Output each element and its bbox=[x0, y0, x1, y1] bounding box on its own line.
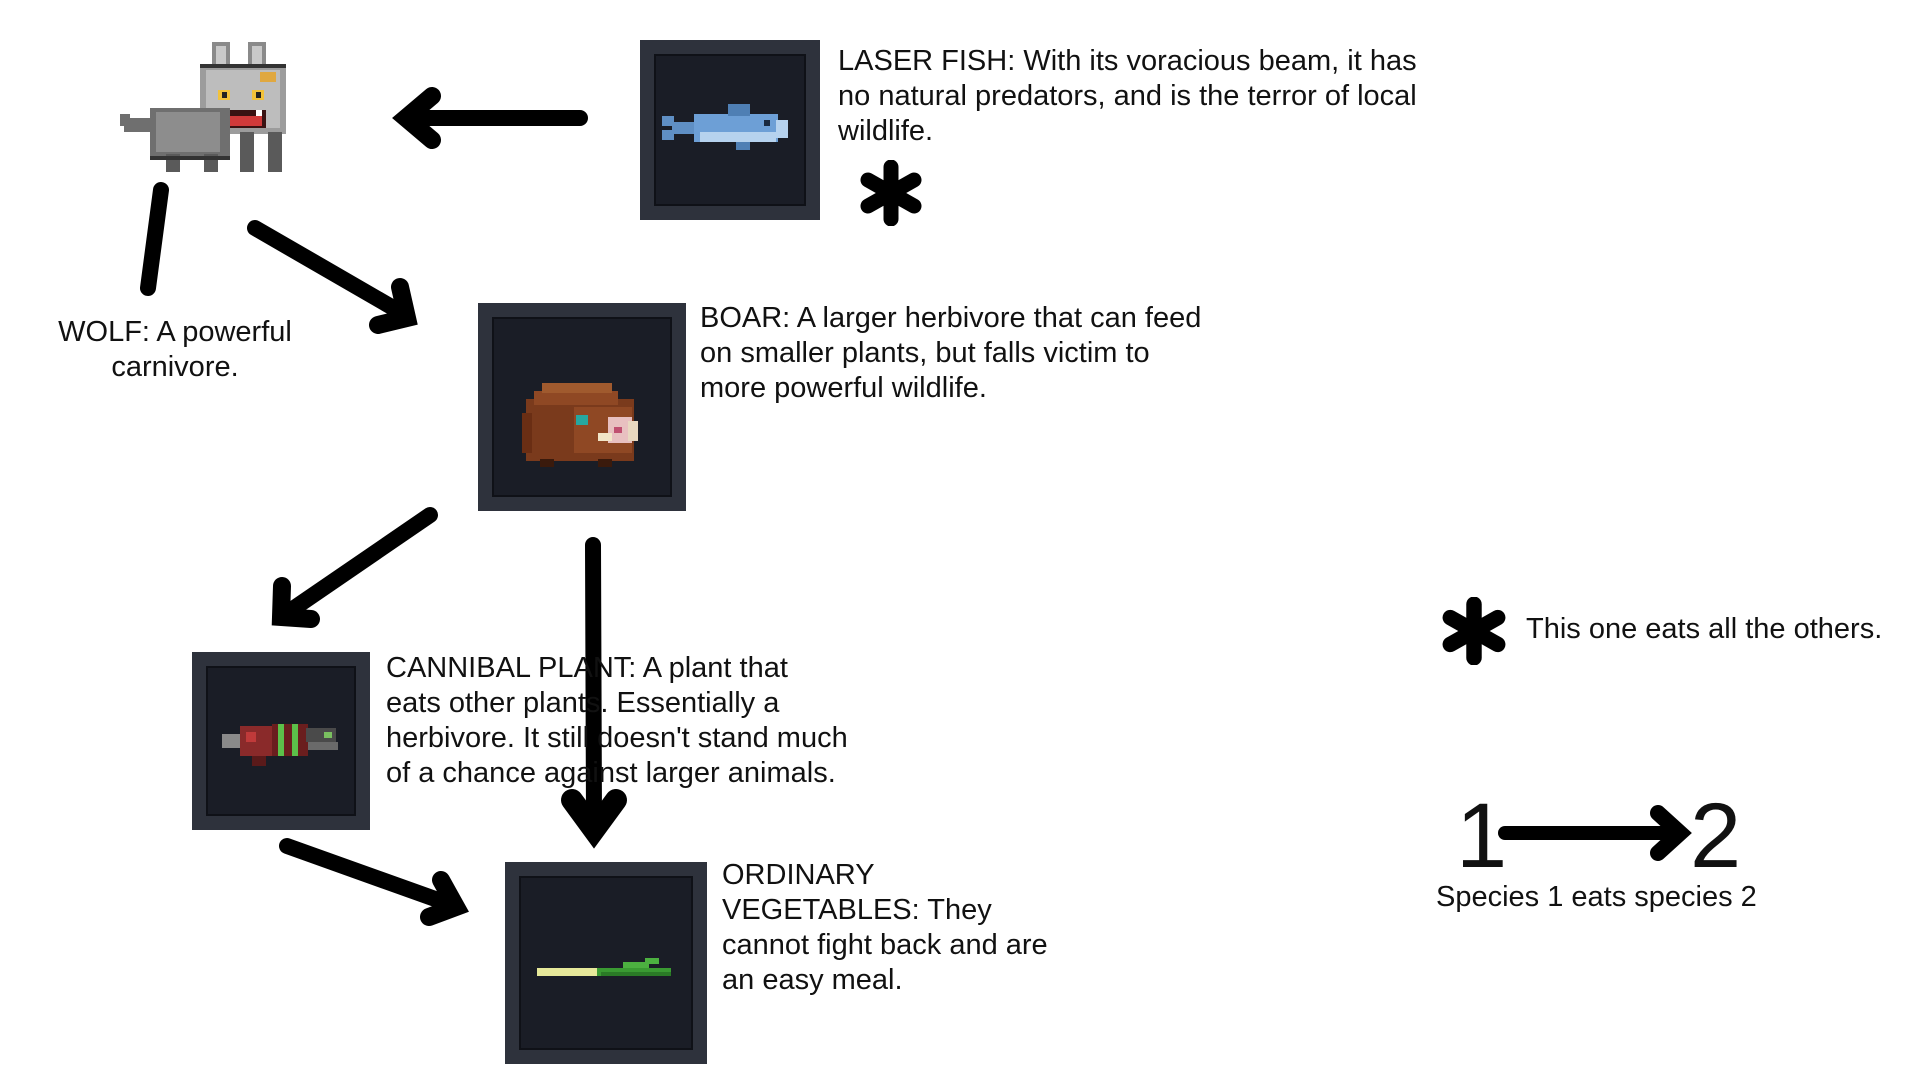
wolf-label: WOLF: A powerful carnivore. bbox=[50, 315, 300, 385]
arrow-cannibal-to-vegetables-head bbox=[420, 871, 469, 926]
wolf-sprite bbox=[120, 42, 300, 174]
vegetables-line: ORDINARY bbox=[722, 859, 875, 891]
vegetable-icon bbox=[537, 958, 671, 976]
boar-icon bbox=[522, 383, 638, 467]
wolf-label-line1: WOLF: A powerful bbox=[58, 316, 292, 348]
legend-number-to: 2 bbox=[1690, 785, 1742, 887]
wolf-label-connector bbox=[140, 182, 169, 296]
laser-fish-line: no natural predators, and is the terror … bbox=[838, 80, 1417, 112]
boar-line: BOAR: A larger herbivore that can feed bbox=[700, 302, 1202, 334]
laser-fish-line: LASER FISH: With its voracious beam, it … bbox=[838, 45, 1417, 77]
cannibal-plant-description: CANNIBAL PLANT: A plant that eats other … bbox=[386, 651, 946, 791]
cannibal-plant-line: CANNIBAL PLANT: A plant that bbox=[386, 652, 788, 684]
legend-asterisk-text: This one eats all the others. bbox=[1526, 613, 1883, 645]
arrow-wolf-to-boar-head bbox=[369, 278, 418, 334]
laser-fish-description: LASER FISH: With its voracious beam, it … bbox=[838, 44, 1458, 149]
laser-fish-icon bbox=[662, 104, 788, 150]
wolf-icon bbox=[120, 42, 286, 172]
boar-card bbox=[478, 303, 686, 511]
wolf-label-line2: carnivore. bbox=[111, 351, 239, 383]
arrow-laserfish-to-wolf-head bbox=[392, 87, 441, 149]
arrow-boar-to-vegetables bbox=[585, 537, 602, 828]
legend-arrow-text: Species 1 eats species 2 bbox=[1436, 881, 1757, 913]
arrow-boar-to-cannibal-head bbox=[271, 577, 320, 628]
legend-arrow-head bbox=[1650, 805, 1692, 861]
boar-description: BOAR: A larger herbivore that can feed o… bbox=[700, 301, 1260, 406]
cannibal-plant-line: herbivore. It still doesn't stand much bbox=[386, 722, 848, 754]
vegetables-line: VEGETABLES: They bbox=[722, 894, 992, 926]
vegetables-line: cannot fight back and are bbox=[722, 929, 1048, 961]
legend-asterisk-icon bbox=[1440, 596, 1508, 666]
vegetables-line: an easy meal. bbox=[722, 964, 903, 996]
arrow-wolf-to-boar bbox=[247, 220, 410, 321]
cannibal-plant-line: eats other plants. Essentially a bbox=[386, 687, 780, 719]
cannibal-plant-card bbox=[192, 652, 370, 830]
vegetables-card bbox=[505, 862, 707, 1064]
arrow-boar-to-vegetables-head bbox=[561, 789, 627, 849]
arrow-boar-to-cannibal bbox=[279, 507, 438, 621]
laser-fish-card bbox=[640, 40, 820, 220]
vegetables-description: ORDINARY VEGETABLES: They cannot fight b… bbox=[722, 858, 1122, 998]
cannibal-plant-line: of a chance against larger animals. bbox=[386, 757, 836, 789]
asterisk-icon bbox=[858, 159, 924, 227]
boar-line: more powerful wildlife. bbox=[700, 372, 987, 404]
laser-fish-line: wildlife. bbox=[838, 115, 934, 147]
arrow-cannibal-to-vegetables bbox=[279, 838, 460, 913]
legend-number-from: 1 bbox=[1456, 785, 1508, 887]
boar-line: on smaller plants, but falls victim to bbox=[700, 337, 1150, 369]
cannibal-plant-icon bbox=[222, 724, 338, 766]
